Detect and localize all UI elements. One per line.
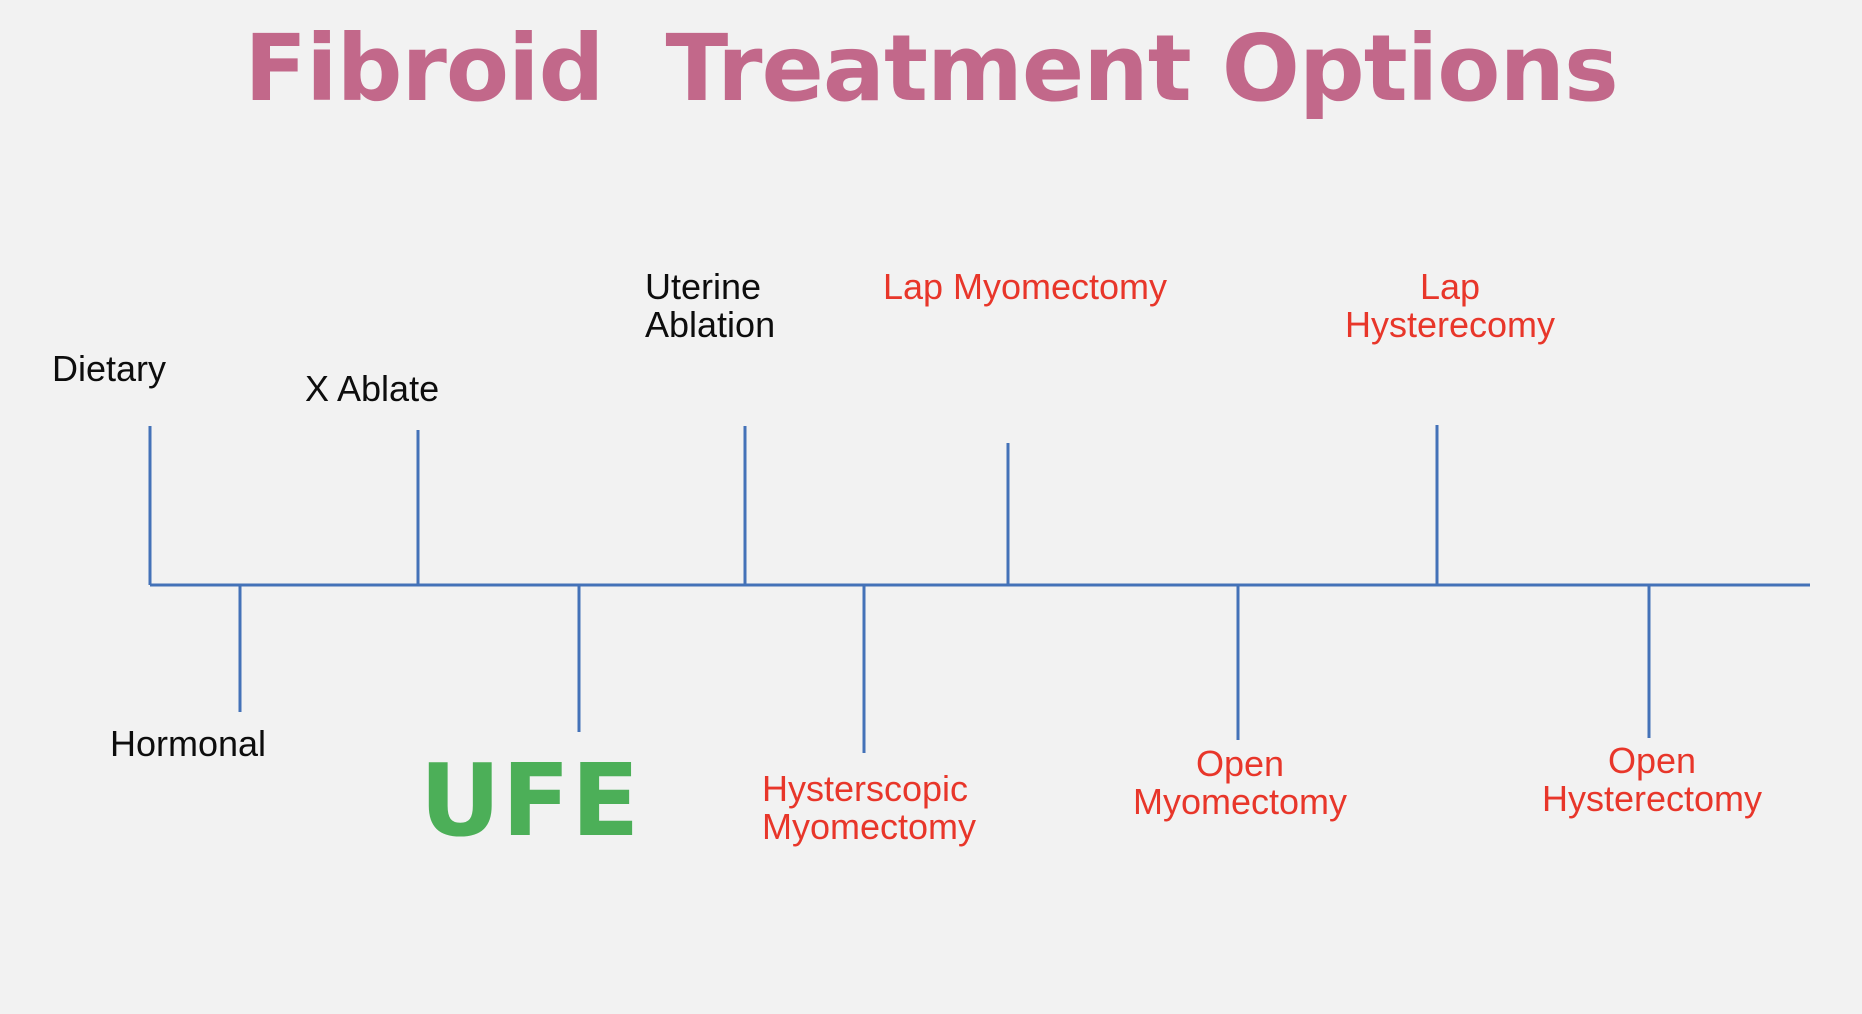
timeline-label-above-2: X Ablate: [305, 368, 440, 409]
page-title: Fibroid Treatment Options: [244, 15, 1619, 122]
timeline-label-below-5: Open Hysterectomy: [1541, 740, 1763, 820]
timeline-label-above-4: Lap Myomectomy: [882, 266, 1168, 307]
timeline-label-below-1: Hormonal: [110, 723, 267, 764]
timeline-label-above-3: Uterine Ablation: [645, 266, 776, 346]
timeline-label-below-2: UFE: [419, 742, 641, 859]
timeline-label-below-3: Hysterscopic Myomectomy: [762, 768, 977, 848]
timeline-label-below-4: Open Myomectomy: [1132, 743, 1348, 823]
timeline-connector-lines: [148, 425, 1651, 753]
timeline-label-above-1: Dietary: [52, 348, 167, 389]
timeline-label-above-5: Lap Hysterecomy: [1344, 266, 1556, 346]
